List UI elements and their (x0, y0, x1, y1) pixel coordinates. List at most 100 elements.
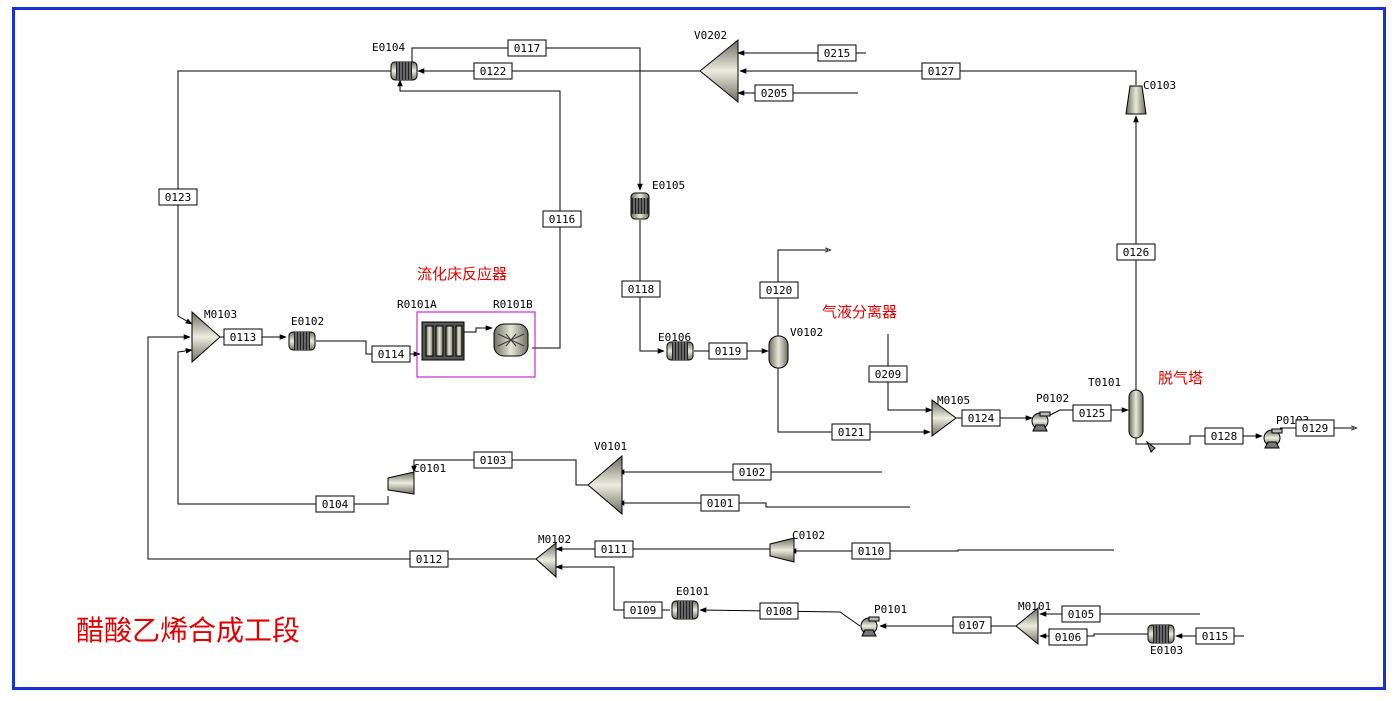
stream-0115[interactable]: 0115 (1195, 627, 1235, 645)
stream-0106[interactable]: 0106 (1048, 628, 1088, 646)
stream-0117[interactable]: 0117 (507, 39, 547, 57)
compressor-c0101[interactable]: C0101 (387, 462, 446, 495)
c0102-label: C0102 (792, 529, 825, 542)
stream-0104[interactable]: 0104 (315, 495, 355, 513)
stream-0127[interactable]: 0127 (921, 62, 961, 80)
svg-text:0114: 0114 (378, 348, 405, 361)
v0202-label: V0202 (694, 29, 727, 42)
svg-text:0128: 0128 (1211, 430, 1238, 443)
e0102-label: E0102 (291, 315, 324, 328)
stream-0209[interactable]: 0209 (868, 365, 908, 383)
separator-v0102[interactable]: V0102 (768, 326, 823, 369)
column-t0101[interactable]: T0101 (1088, 376, 1156, 453)
m0102-label: M0102 (538, 533, 571, 546)
compressor-c0102[interactable]: C0102 (769, 529, 825, 563)
svg-text:0109: 0109 (630, 604, 657, 617)
v0102-label: V0102 (790, 326, 823, 339)
svg-text:0104: 0104 (322, 498, 349, 511)
m0103-label: M0103 (204, 308, 237, 321)
pump-p0101[interactable]: P0101 (860, 603, 907, 637)
heat-exchanger-e0106[interactable]: E0106 (658, 331, 694, 361)
mixer-m0105[interactable]: M0105 (931, 394, 970, 437)
stream-0215[interactable]: 0215 (817, 44, 857, 62)
stream-0205[interactable]: 0205 (754, 84, 794, 102)
svg-text:0106: 0106 (1055, 631, 1082, 644)
e0101-label: E0101 (676, 585, 709, 598)
svg-text:0209: 0209 (875, 368, 902, 381)
equipment: E0104 V0202 C0103 E0105 M0103 E0102 (191, 29, 1309, 657)
svg-text:0101: 0101 (707, 497, 734, 510)
stream-0125[interactable]: 0125 (1072, 404, 1112, 422)
p0102-label: P0102 (1036, 392, 1069, 405)
stream-0121[interactable]: 0121 (831, 423, 871, 441)
svg-text:0117: 0117 (514, 42, 541, 55)
stream-0124[interactable]: 0124 (961, 409, 1001, 427)
svg-text:0125: 0125 (1079, 407, 1106, 420)
separator-annotation: 气液分离器 (822, 303, 897, 321)
stream-0109[interactable]: 0109 (623, 601, 663, 619)
mixer-m0101[interactable]: M0101 (1015, 600, 1051, 646)
reactor-r0101a[interactable]: R0101A (397, 298, 465, 361)
svg-text:0112: 0112 (416, 553, 443, 566)
stream-labels: 0117 0215 0122 0127 0205 0123 0116 0126 … (158, 39, 1335, 646)
mixer-m0103[interactable]: M0103 (191, 308, 237, 364)
svg-text:0102: 0102 (739, 466, 766, 479)
svg-text:0122: 0122 (480, 65, 507, 78)
reactor-highlight-box (416, 311, 536, 378)
c0101-label: C0101 (413, 462, 446, 475)
valve-v0101[interactable]: V0101 (587, 440, 627, 516)
svg-text:0126: 0126 (1123, 246, 1150, 259)
stream-0122[interactable]: 0122 (473, 62, 513, 80)
compressor-c0103[interactable]: C0103 (1125, 79, 1176, 115)
e0103-label: E0103 (1150, 644, 1183, 657)
stream-lines (147, 47, 1354, 639)
stream-0129[interactable]: 0129 (1295, 419, 1335, 437)
svg-text:0115: 0115 (1202, 630, 1229, 643)
mixer-m0102[interactable]: M0102 (535, 533, 571, 579)
stream-0101[interactable]: 0101 (700, 494, 740, 512)
e0106-label: E0106 (658, 331, 691, 344)
svg-text:0118: 0118 (628, 283, 655, 296)
stream-0118[interactable]: 0118 (621, 280, 661, 298)
stream-0111[interactable]: 0111 (594, 540, 634, 558)
heat-exchanger-e0103[interactable]: E0103 (1147, 624, 1183, 657)
stream-0128[interactable]: 0128 (1204, 427, 1244, 445)
stream-0103[interactable]: 0103 (473, 451, 513, 469)
stream-0102[interactable]: 0102 (732, 463, 772, 481)
svg-text:0215: 0215 (824, 47, 851, 60)
stream-0108[interactable]: 0108 (759, 602, 799, 620)
stream-0110[interactable]: 0110 (851, 542, 891, 560)
stream-0112[interactable]: 0112 (409, 550, 449, 568)
stream-0107[interactable]: 0107 (952, 616, 992, 634)
e0105-label: E0105 (652, 179, 685, 192)
svg-text:0119: 0119 (715, 345, 742, 358)
heat-exchanger-e0104[interactable]: E0104 (372, 41, 418, 81)
svg-text:0107: 0107 (959, 619, 986, 632)
reactor-r0101b[interactable]: R0101B (493, 298, 533, 357)
valve-v0202[interactable]: V0202 (694, 29, 739, 104)
heat-exchanger-e0101[interactable]: E0101 (671, 585, 709, 620)
stream-0116[interactable]: 0116 (542, 210, 582, 228)
heat-exchanger-e0105[interactable]: E0105 (630, 179, 685, 220)
svg-text:0111: 0111 (601, 543, 628, 556)
stream-0105[interactable]: 0105 (1061, 605, 1101, 623)
svg-text:0113: 0113 (230, 331, 257, 344)
degas-annotation: 脱气塔 (1158, 369, 1203, 387)
c0103-label: C0103 (1143, 79, 1176, 92)
svg-text:0105: 0105 (1068, 608, 1095, 621)
stream-0123[interactable]: 0123 (158, 188, 198, 206)
stream-0113[interactable]: 0113 (223, 328, 263, 346)
svg-text:0124: 0124 (968, 412, 995, 425)
r0101a-label: R0101A (397, 298, 437, 311)
v0101-label: V0101 (594, 440, 627, 453)
r0101b-label: R0101B (493, 298, 533, 311)
pump-p0102[interactable]: P0102 (1031, 392, 1069, 432)
stream-0119[interactable]: 0119 (708, 342, 748, 360)
stream-0114[interactable]: 0114 (371, 345, 411, 363)
heat-exchanger-e0102[interactable]: E0102 (288, 315, 324, 351)
svg-text:0116: 0116 (549, 213, 576, 226)
stream-0126[interactable]: 0126 (1116, 243, 1156, 261)
stream-0120[interactable]: 0120 (759, 281, 799, 299)
m0105-label: M0105 (937, 394, 970, 407)
p0101-label: P0101 (874, 603, 907, 616)
